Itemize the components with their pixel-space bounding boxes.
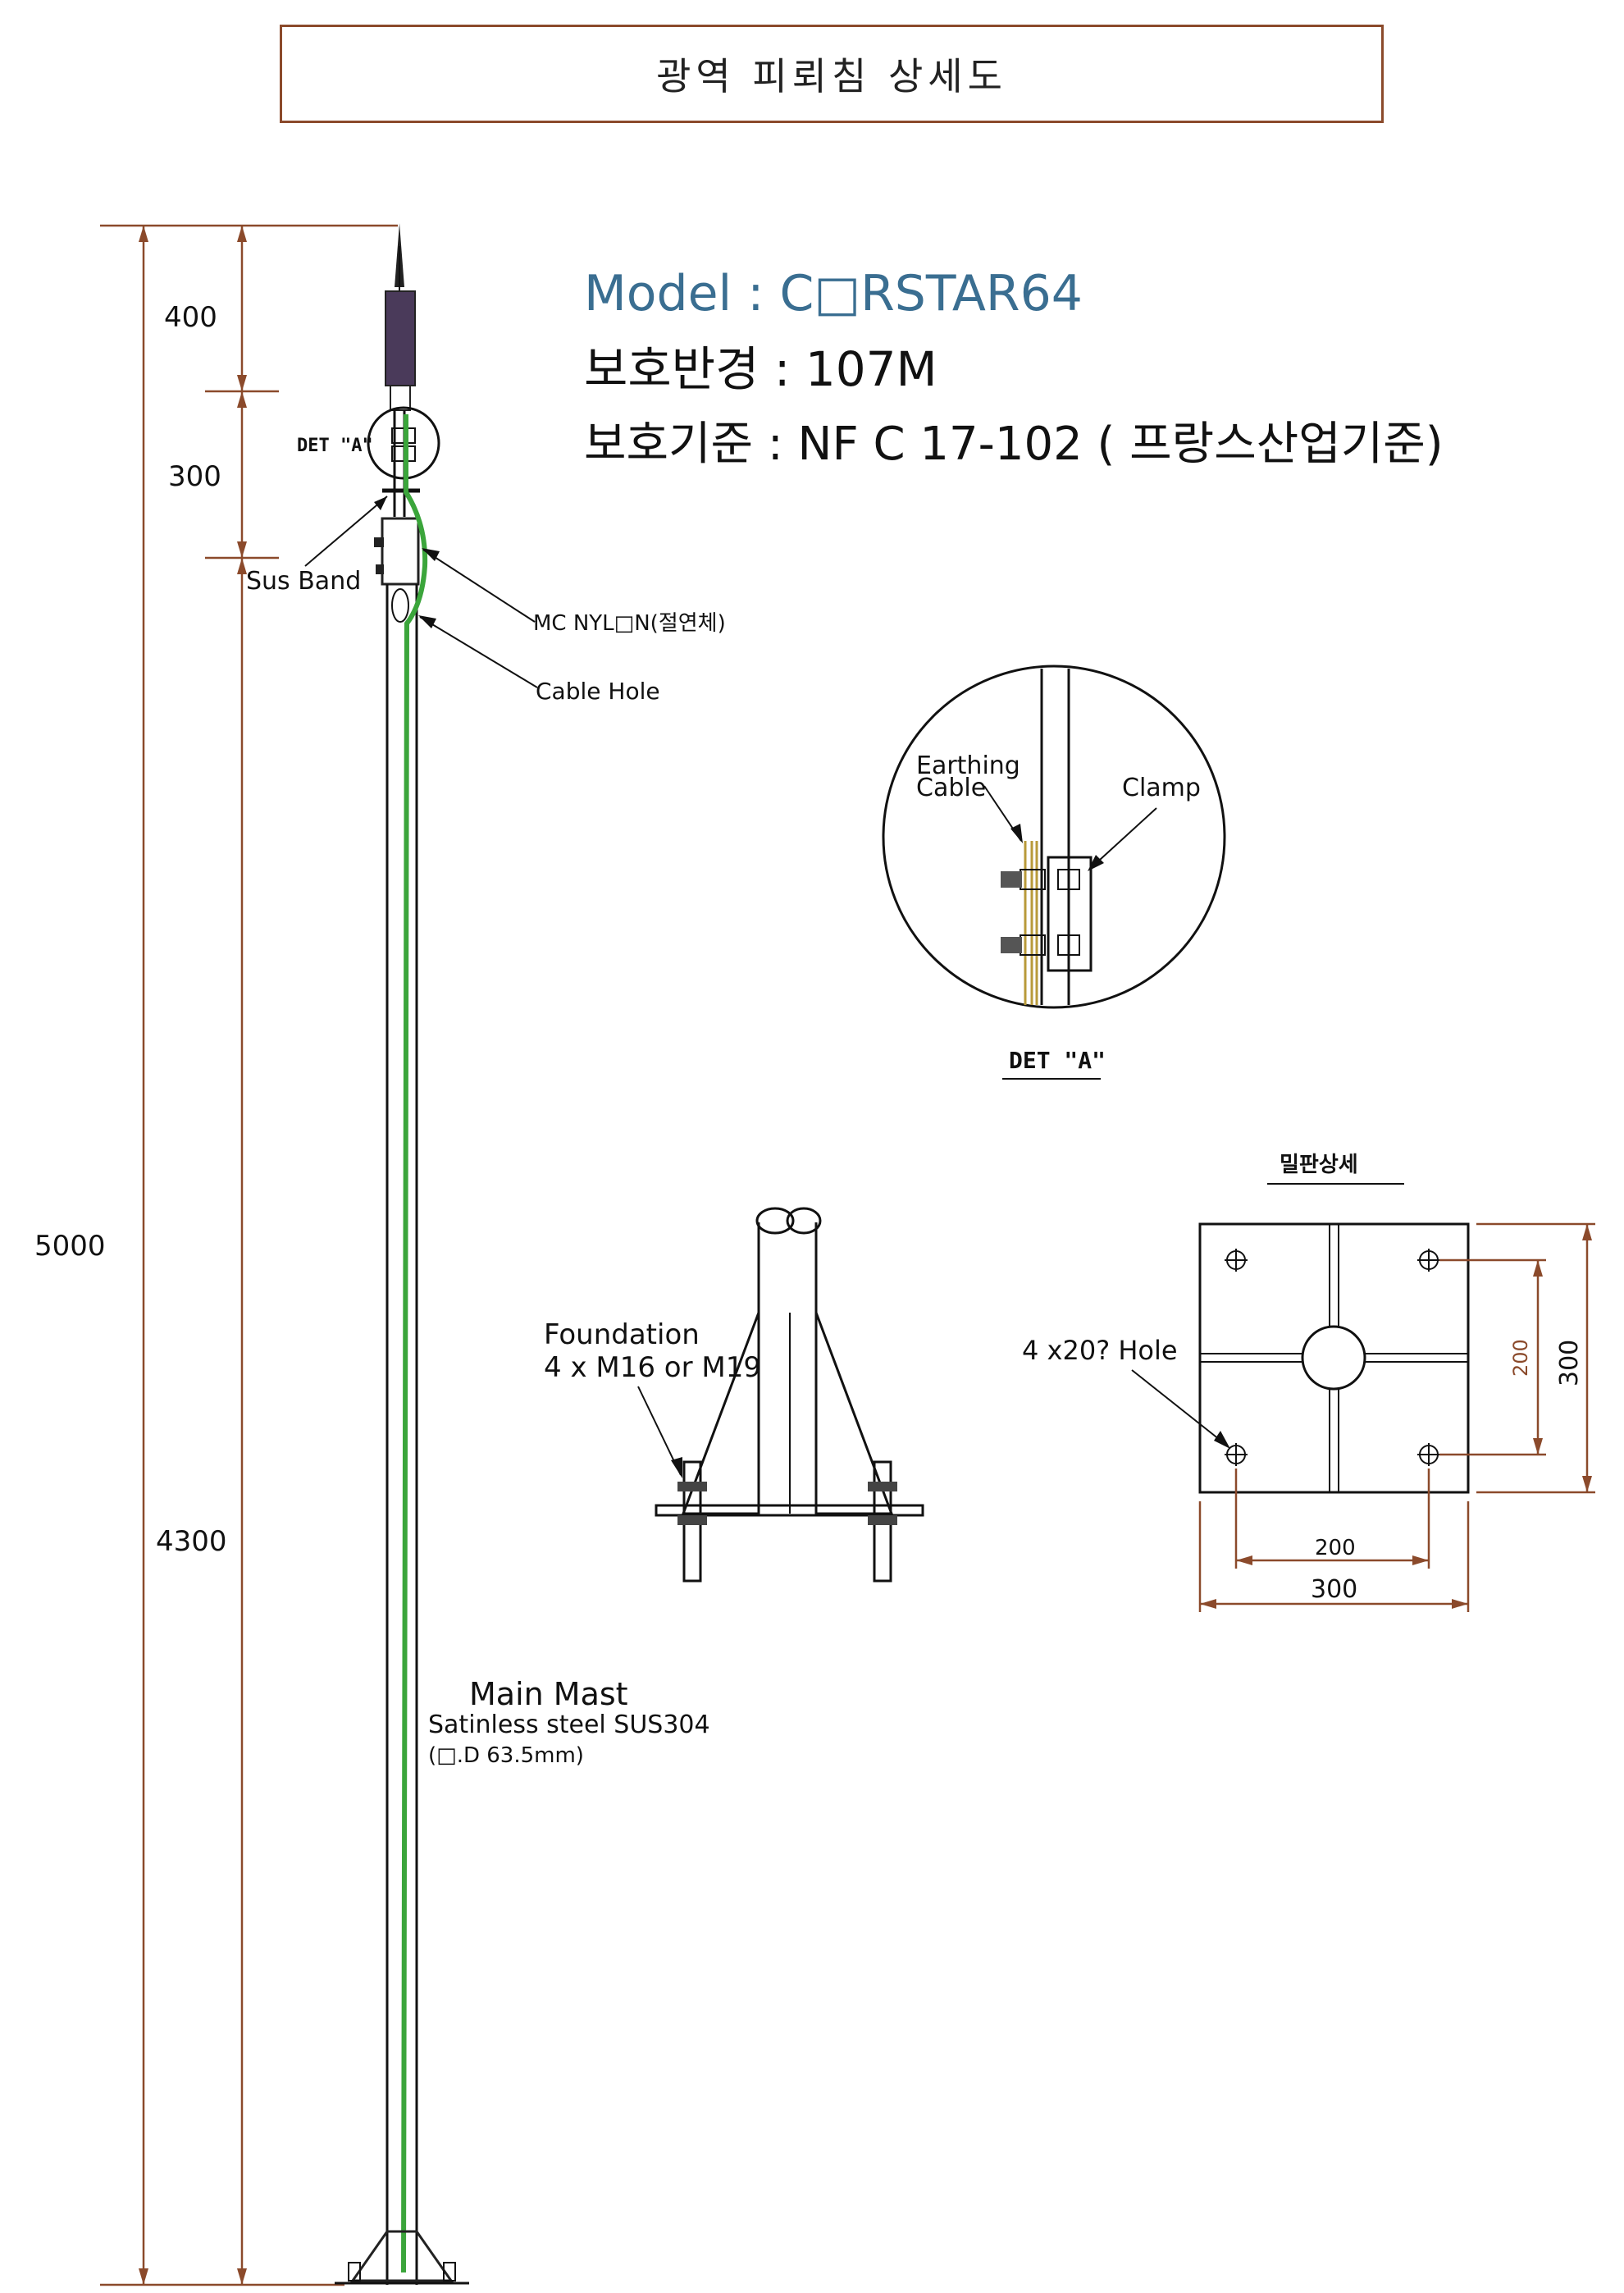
drawing-title: 광역 피뢰침 상세도: [280, 25, 1384, 123]
label-main-mast-1: Main Mast: [469, 1676, 628, 1712]
plate-dim-300-h: 300: [1311, 1575, 1357, 1604]
dim-mast: 4300: [156, 1525, 227, 1558]
plate-dim-200-v: 200: [1509, 1339, 1532, 1377]
dim-middle: 300: [168, 460, 221, 493]
earthing-cable-line: [401, 414, 428, 2273]
vertical-dimensions: [100, 224, 398, 2286]
label-cable-hole: Cable Hole: [536, 678, 660, 705]
plate-dim-200-h: 200: [1315, 1536, 1356, 1560]
spec-model: Model : C□RSTAR64: [584, 265, 1083, 322]
main-mast: [335, 223, 469, 2285]
dim-top: 400: [164, 301, 217, 334]
label-foundation-1: Foundation: [544, 1318, 700, 1351]
label-det-a: DET "A": [1009, 1047, 1106, 1074]
label-mc-nylon: MC NYL□N(절연체): [533, 611, 726, 636]
label-earthing-1: Earthing: [916, 751, 1020, 780]
plate-dimensions: [1198, 1222, 1595, 1612]
label-main-mast-3: (□.D 63.5mm): [428, 1743, 584, 1768]
label-foundation-2: 4 x M16 or M19: [544, 1351, 761, 1384]
label-det-a-small: DET "A": [297, 436, 373, 456]
label-clamp: Clamp: [1122, 774, 1201, 802]
label-main-mast-2: Satinless steel SUS304: [428, 1711, 710, 1739]
base-plate-title: 밀판상세: [1280, 1153, 1358, 1177]
spec-radius: 보호반경 : 107M: [584, 341, 937, 397]
label-hole: 4 x20? Hole: [1022, 1335, 1178, 1366]
plate-dim-300-v: 300: [1555, 1340, 1584, 1386]
foundation-detail: [655, 1207, 924, 1583]
label-earthing-2: Cable: [916, 774, 986, 802]
dim-total: 5000: [34, 1230, 106, 1263]
label-sus-band: Sus Band: [246, 567, 361, 596]
spec-standard: 보호기준 : NF C 17-102 ( 프랑스산업기준): [584, 418, 1444, 471]
base-plate: [1198, 1222, 1470, 1494]
det-a-detail: [882, 665, 1226, 1009]
